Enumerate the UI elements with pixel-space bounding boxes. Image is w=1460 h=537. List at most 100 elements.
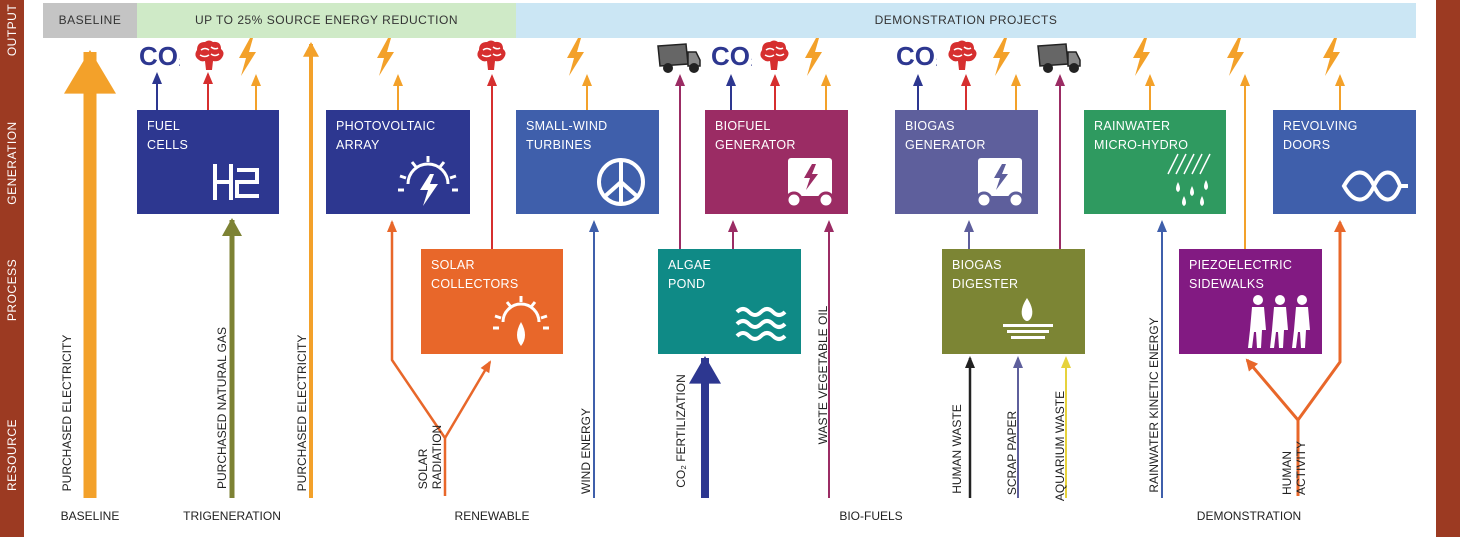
resource-solar-radiation: SOLAR RADIATION	[416, 424, 444, 490]
co2-text: CO₂	[139, 41, 180, 71]
arrow-wind-power	[582, 74, 592, 110]
resource-purchased-electricity: PURCHASED ELECTRICITY	[295, 334, 309, 492]
arrow-solar-heat	[487, 74, 497, 249]
arrow-radiation-solar	[443, 360, 492, 439]
brain-heat-icon	[944, 38, 980, 74]
node-label: FUEL CELLS	[147, 119, 189, 152]
band-energy-reduction: UP TO 25% SOURCE ENERGY REDUCTION	[137, 3, 516, 38]
co2-text: CO₂	[896, 41, 937, 71]
node-label: SMALL-WIND TURBINES	[526, 119, 608, 152]
node-biogas-generator: BIOGAS GENERATOR	[895, 110, 1038, 214]
node-label: BIOFUEL GENERATOR	[715, 119, 796, 152]
resource-wind-energy: WIND ENERGY	[579, 407, 593, 495]
garbage-truck-icon	[656, 42, 702, 74]
node-fuel-cells: FUEL CELLS	[137, 110, 279, 214]
arrow-co2-fertilization	[689, 356, 721, 498]
resource-waste-vegetable-oil: WASTE VEGETABLE OIL	[816, 305, 830, 445]
resource-rainwater-kinetic-energy: RAINWATER KINETIC ENERGY	[1147, 317, 1161, 493]
arrow-natural-gas	[222, 218, 242, 498]
water-waves-icon	[735, 307, 787, 341]
right-rail	[1436, 0, 1460, 537]
lightning-icon	[1128, 38, 1154, 76]
arrow-biogas-power	[1011, 74, 1021, 110]
arrow-piezo-power	[1240, 74, 1250, 249]
group-label-renewable: RENEWABLE	[454, 509, 530, 523]
lightning-icon	[562, 38, 588, 76]
node-label: PHOTOVOLTAIC ARRAY	[336, 119, 436, 152]
arrow-fuelcells-heat	[203, 72, 213, 110]
arrow-algae-biofuel	[728, 220, 738, 249]
arrow-scrap-paper	[1013, 356, 1023, 498]
revolving-door-icon	[1341, 170, 1408, 202]
solar-collector-icon	[493, 296, 549, 346]
arrow-fuelcells-power	[251, 74, 261, 110]
node-label: REVOLVING DOORS	[1283, 119, 1358, 152]
arrow-biogas-co2	[913, 74, 923, 110]
arrow-digester-waste	[1055, 74, 1065, 249]
arrow-aquarium-waste	[1061, 356, 1071, 498]
group-label-trigeneration: TRIGENERATION	[183, 509, 281, 523]
generator-icon	[785, 158, 835, 209]
node-piezoelectric-sidewalks: PIEZOELECTRIC SIDEWALKS	[1179, 249, 1322, 354]
band-baseline: BASELINE	[43, 3, 137, 38]
brain-heat-icon	[756, 38, 792, 74]
co2-text: CO₂	[711, 41, 752, 71]
arrow-fuelcells-co2	[152, 72, 162, 110]
node-photovoltaic-array: PHOTOVOLTAIC ARRAY	[326, 110, 470, 214]
arrow-baseline-electricity	[64, 50, 116, 498]
arrow-biofuel-power	[821, 74, 831, 110]
arrow-vegetable-oil	[824, 220, 834, 498]
arrow-algae-waste	[675, 74, 685, 249]
resource-aquarium-waste: AQUARIUM WASTE	[1053, 390, 1067, 502]
arrow-rainwater-kinetic	[1157, 220, 1167, 498]
node-solar-collectors: SOLAR COLLECTORS	[421, 249, 563, 354]
lightning-icon	[1318, 38, 1344, 76]
resource-scrap-paper: SCRAP PAPER	[1005, 410, 1019, 496]
resource-human-activity: HUMAN ACTIVITY	[1280, 440, 1308, 496]
lightning-icon	[234, 38, 260, 76]
resource-human-waste: HUMAN WASTE	[950, 404, 964, 494]
arrow-human-waste	[965, 356, 975, 498]
node-label: ALGAE POND	[668, 258, 712, 291]
resource-purchased-electricity: PURCHASED ELECTRICITY	[60, 334, 74, 492]
node-label: RAINWATER MICRO-HYDRO	[1094, 119, 1189, 152]
pedestrians-icon	[1248, 295, 1310, 348]
lightning-icon	[1222, 38, 1248, 76]
generator-icon	[975, 158, 1025, 209]
node-small-wind-turbines: SMALL-WIND TURBINES	[516, 110, 659, 214]
arrow-biogas-heat	[961, 74, 971, 110]
rain-drops-icon	[1167, 153, 1211, 206]
garbage-truck-icon	[1036, 42, 1082, 74]
co2-emissions-icon: CO₂	[710, 38, 762, 74]
node-biofuel-generator: BIOFUEL GENERATOR	[705, 110, 848, 214]
node-biogas-digester: BIOGAS DIGESTER	[942, 249, 1085, 354]
resource-co2-fertilization: CO₂ FERTILIZATION	[674, 374, 688, 488]
arrow-digester-generator	[964, 220, 974, 249]
arrow-hydro-power	[1145, 74, 1155, 110]
arrow-door-power	[1335, 74, 1345, 110]
band-demonstration-projects: DEMONSTRATION PROJECTS	[516, 3, 1416, 38]
node-label: PIEZOELECTRIC SIDEWALKS	[1189, 258, 1293, 291]
lightning-icon	[800, 38, 826, 76]
node-label: SOLAR COLLECTORS	[431, 258, 519, 291]
arrow-radiation-pv	[387, 220, 447, 496]
arrow-wind-energy	[589, 220, 599, 498]
sun-lightning-icon	[398, 156, 458, 206]
group-label-baseline: BASELINE	[60, 509, 120, 523]
co2-emissions-icon: CO₂	[138, 38, 190, 74]
arrow-purchased-electricity-2	[303, 42, 319, 498]
lightning-icon	[988, 38, 1014, 76]
co2-emissions-icon: CO₂	[895, 38, 947, 74]
lightning-icon	[372, 38, 398, 76]
arrow-activity-door	[1296, 220, 1346, 421]
node-label: BIOGAS GENERATOR	[905, 119, 986, 152]
arrow-biofuel-heat	[770, 74, 780, 110]
group-label-bio-fuels: BIO-FUELS	[839, 509, 903, 523]
resource-purchased-natural-gas: PURCHASED NATURAL GAS	[215, 326, 229, 490]
node-rainwater-micro-hydro: RAINWATER MICRO-HYDRO	[1084, 110, 1226, 214]
node-label: BIOGAS DIGESTER	[952, 258, 1019, 291]
flame-burner-icon	[1003, 298, 1053, 339]
hydrogen-icon	[213, 164, 259, 200]
